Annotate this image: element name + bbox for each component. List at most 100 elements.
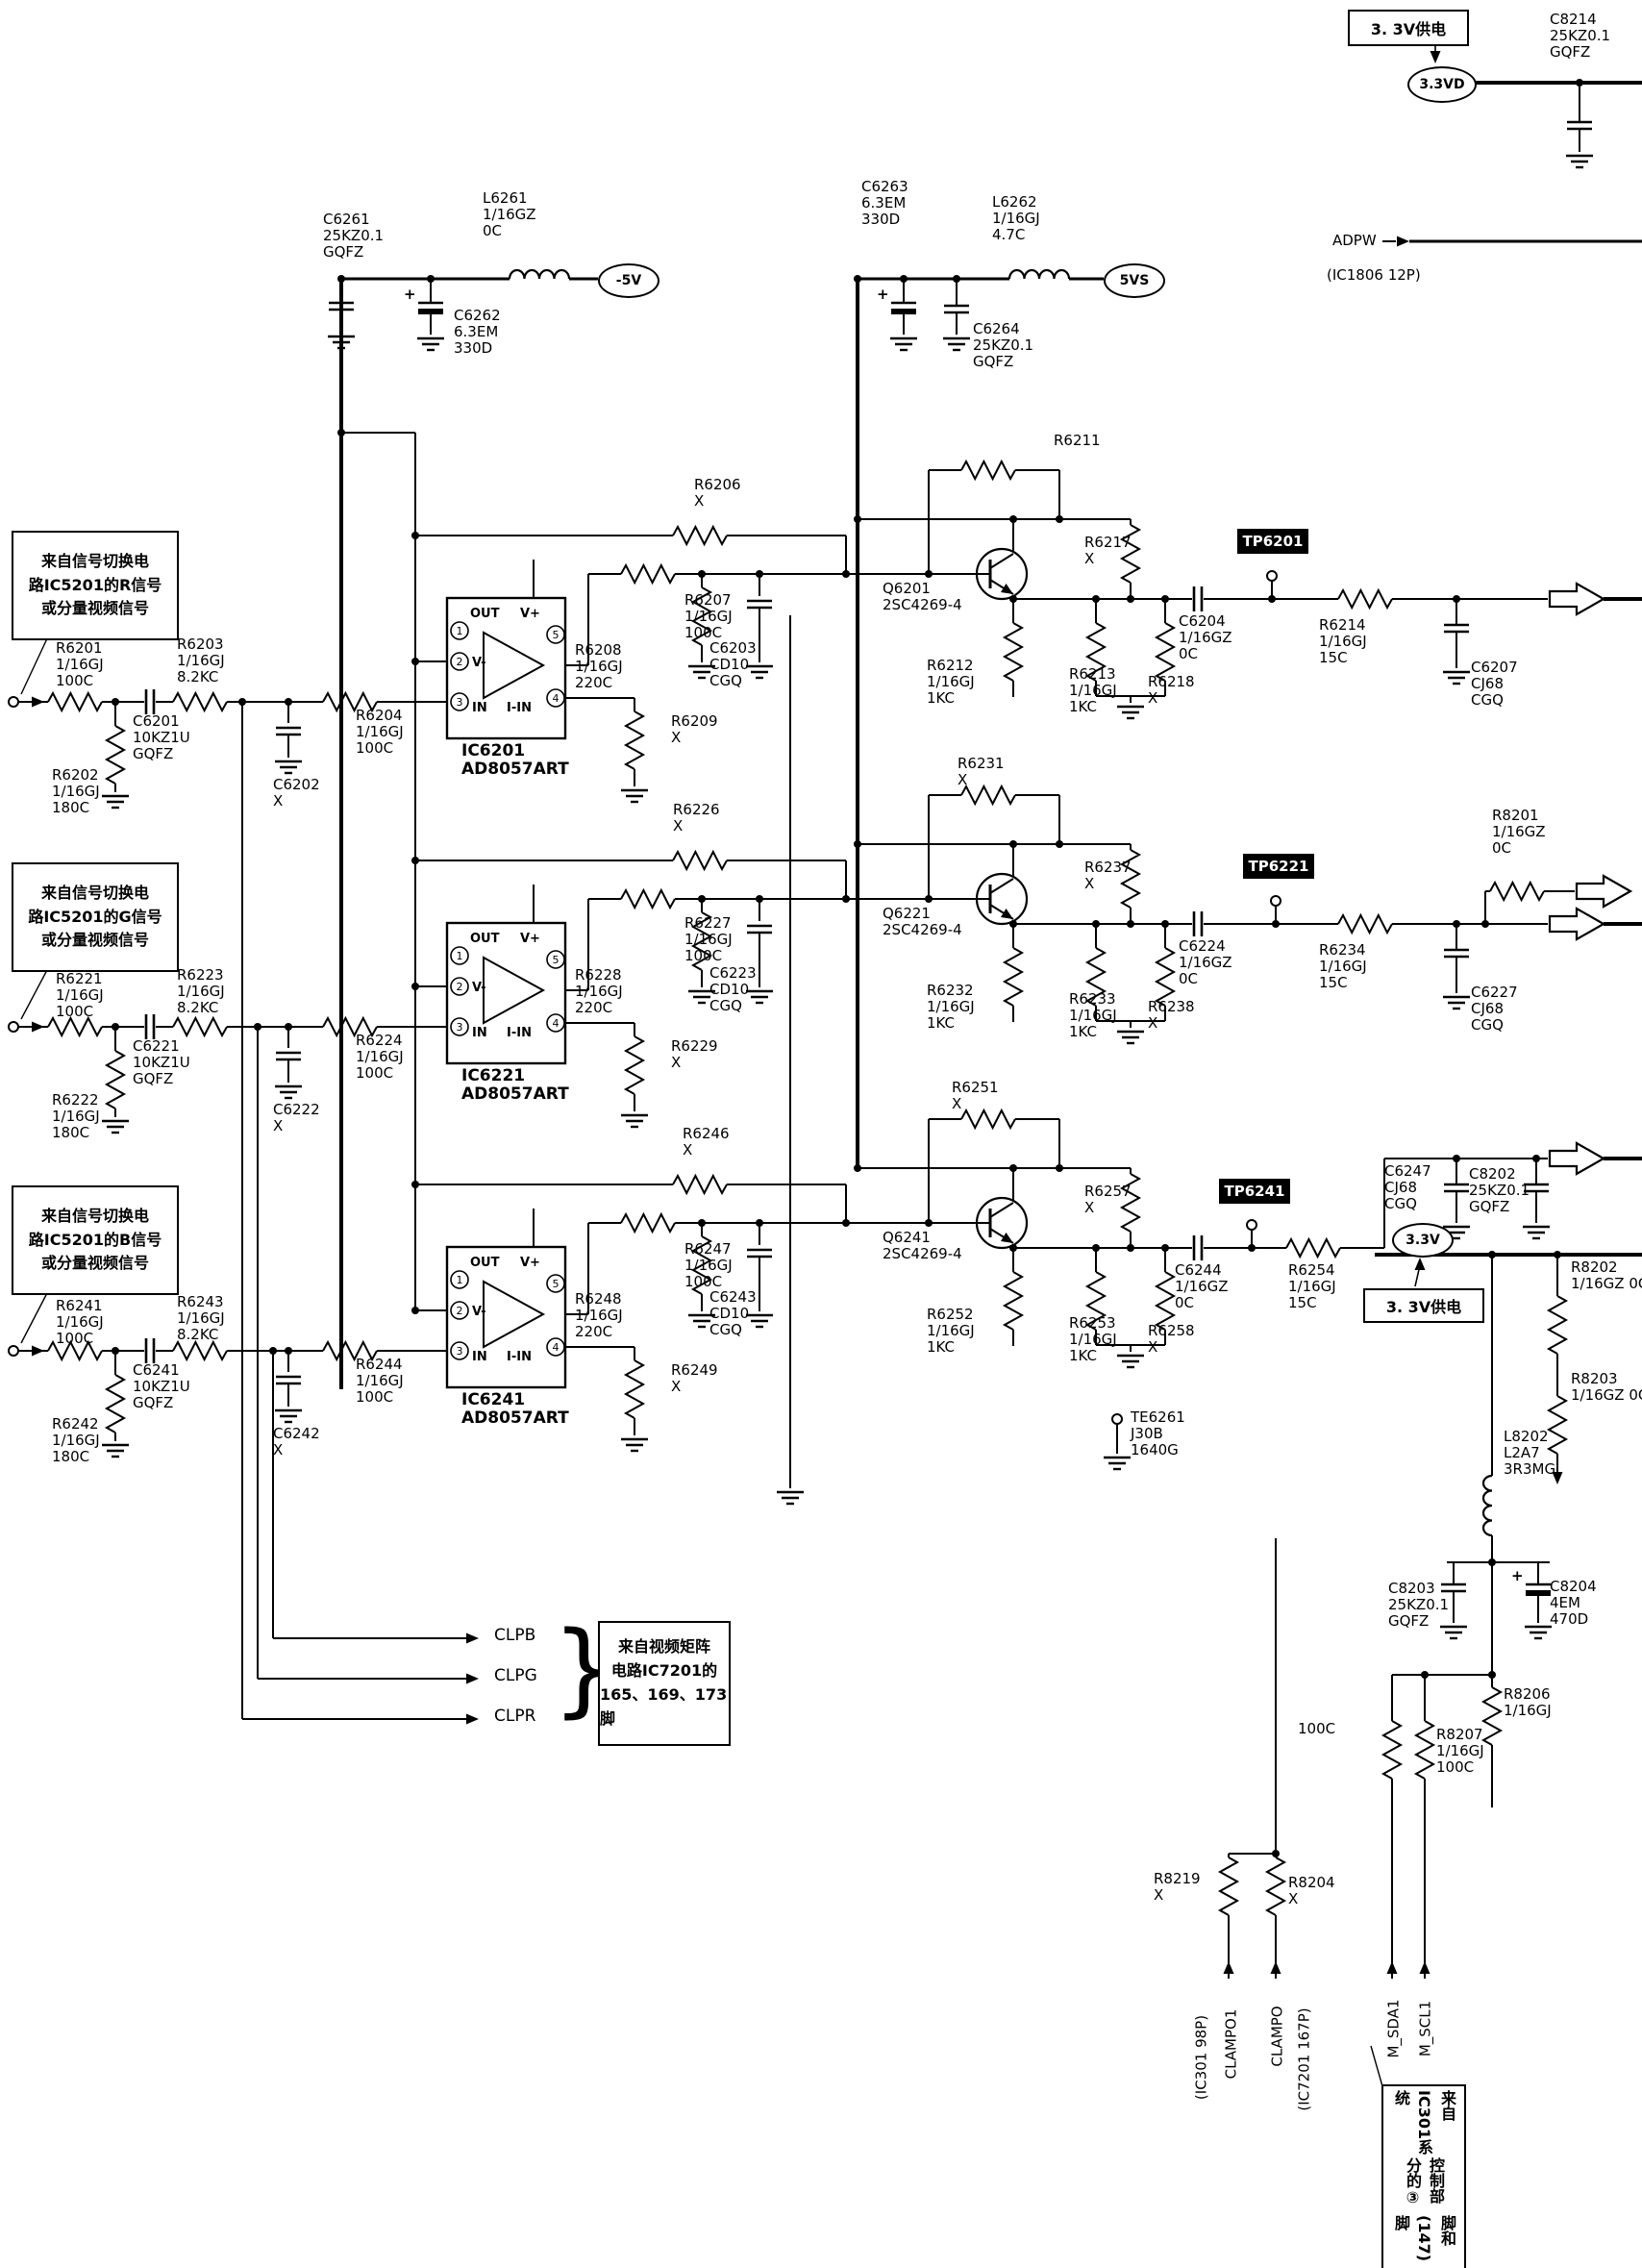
- npn-transistor-symbol: [989, 1202, 1014, 1218]
- testpoint-tp6241: TP6241: [1219, 1179, 1290, 1204]
- label-R6231-line: X: [958, 771, 968, 789]
- callout-ic301-line: 控制部分的③: [1404, 2156, 1445, 2206]
- callout-b-input-line: 路IC5201的B信号: [28, 1230, 162, 1249]
- label-Q6221-line: 2SC4269-4: [883, 921, 962, 939]
- callout-r-input-line: 来自信号切换电: [40, 551, 149, 570]
- label-L6262-line: 1/16GJ: [992, 210, 1040, 228]
- supply-3v3-bottom: 3. 3V供电: [1363, 1288, 1484, 1323]
- resistor-symbol: [1489, 880, 1545, 903]
- resistor-symbol: [322, 1015, 378, 1038]
- label-R6227-line: 1/16GJ: [684, 931, 733, 949]
- label-R6224-line: R6224: [356, 1032, 403, 1049]
- rail--5v: -5V: [598, 263, 659, 298]
- svg-label: +: [1511, 1567, 1524, 1584]
- label-R6252-line: 1KC: [927, 1338, 956, 1357]
- label-C6262-line: 6.3EM: [454, 323, 499, 341]
- rail-3v3: 3.3V: [1392, 1223, 1454, 1258]
- label-R6246-line: X: [683, 1141, 693, 1159]
- label-R6202-line: R6202: [52, 766, 99, 784]
- label-C6221-line: C6221: [133, 1037, 180, 1055]
- label-C8204-line: C8204: [1550, 1578, 1597, 1595]
- opamp-pin-number: 4: [553, 1341, 560, 1354]
- label-R6207-line: 100C: [684, 624, 723, 642]
- label-CLAMPO: CLAMPO: [1268, 2006, 1285, 2066]
- npn-transistor-symbol: [989, 553, 1014, 569]
- label-R8204-line: R8204: [1288, 1874, 1335, 1891]
- junction-dot: [842, 1219, 850, 1227]
- label-R6243-line: 1/16GJ: [177, 1309, 225, 1328]
- label-M_SDA1: M_SDA1: [1384, 1999, 1402, 2057]
- label-R6254-line: 1/16GJ: [1288, 1278, 1336, 1296]
- label-R6241-line: 1/16GJ: [56, 1313, 104, 1332]
- label-R8207-line: 100C: [1436, 1758, 1475, 1777]
- npn-emitter-arrow: [1001, 909, 1013, 919]
- opamp-triangle: [483, 631, 546, 700]
- opamp-pin-circle: [450, 652, 469, 671]
- opamp-pin-circle: [450, 977, 469, 996]
- label-CLAMPO1: CLAMPO1: [1222, 2009, 1239, 2080]
- resistor-symbol: [690, 1235, 713, 1295]
- resistor-symbol: [1381, 1720, 1404, 1780]
- electrolytic-cap-symbol: [418, 309, 443, 314]
- label-C6224-line: 1/16GZ: [1179, 954, 1232, 972]
- label-R6244-line: R6244: [356, 1356, 403, 1373]
- arrowhead-icon: [32, 1345, 44, 1357]
- opamp-pin-number: 3: [457, 1021, 463, 1034]
- label-R8201-line: 1/16GZ: [1492, 823, 1546, 841]
- label-IC1806: (IC1806 12P): [1327, 266, 1421, 284]
- label-R6243-line: 8.2KC: [177, 1326, 219, 1344]
- terminal: [8, 696, 19, 708]
- label-R6208-line: 1/16GJ: [575, 658, 623, 676]
- label-R6207-line: R6207: [684, 591, 732, 609]
- label-C6261-line: GQFZ: [323, 243, 364, 262]
- label-R6252-line: R6252: [927, 1306, 974, 1323]
- label-C6224-line: C6224: [1179, 937, 1226, 955]
- label-R6228-line: R6228: [575, 966, 622, 984]
- resistor-symbol: [1154, 1271, 1177, 1331]
- arrowhead-icon: [466, 1673, 479, 1684]
- callout-video-matrix-line: 来自视频矩阵: [617, 1637, 710, 1657]
- opamp-pin-circle: [546, 950, 565, 969]
- svg-label: V+: [520, 932, 540, 946]
- label-R6212-line: 1KC: [927, 689, 956, 708]
- label-C6244-line: 0C: [1175, 1294, 1195, 1312]
- svg-label: V-: [472, 656, 486, 670]
- output-arrow-icon: [1548, 1141, 1606, 1176]
- label-C6227-line: CGQ: [1471, 1016, 1504, 1034]
- callout-b-input: 来自信号切换电路IC5201的B信号或分量视频信号: [12, 1185, 179, 1295]
- label-R6203-line: R6203: [177, 636, 224, 653]
- label-R6214-line: 15C: [1319, 649, 1348, 667]
- label-R6253-line: R6253: [1069, 1314, 1116, 1332]
- svg-label: V+: [520, 1256, 540, 1270]
- label-C6207-line: C6207: [1471, 659, 1518, 676]
- label-R6204-line: R6204: [356, 707, 403, 724]
- junction-dot: [842, 895, 850, 903]
- label-R6213-line: R6213: [1069, 665, 1116, 683]
- label-C6227-line: C6227: [1471, 984, 1518, 1001]
- label-R8202-line: 1/16GZ 0C: [1571, 1275, 1642, 1293]
- label-R6201-line: R6201: [56, 639, 103, 657]
- label-CLPG-line: CLPG: [494, 1666, 537, 1685]
- label-C6263-line: 6.3EM: [861, 194, 907, 212]
- resistor-symbol: [1154, 622, 1177, 682]
- resistor-symbol: [104, 725, 127, 785]
